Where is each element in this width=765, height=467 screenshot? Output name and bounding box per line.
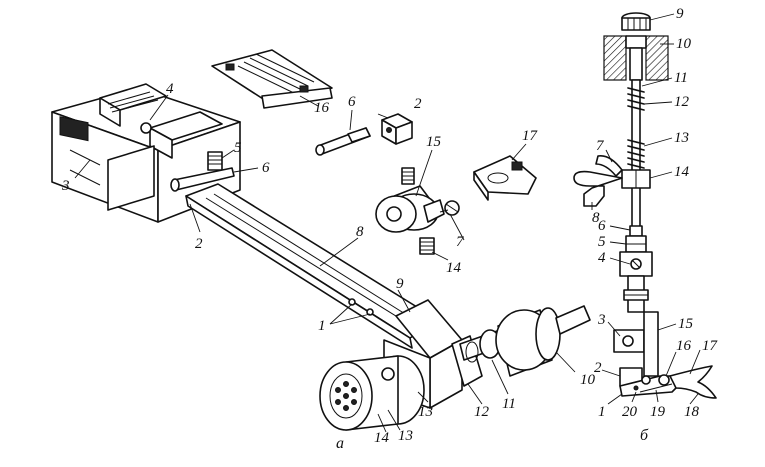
- foot-assembly: [619, 365, 717, 399]
- label-a-14b: 15: [426, 134, 442, 150]
- figure-a-assembly: 4 3 5 6 2 8 9 1 10 11 12 13 13 14 16 6 2…: [51, 49, 596, 452]
- label-b-17: 17: [702, 338, 719, 354]
- label-b-1: 1: [598, 404, 606, 420]
- column-upper: [625, 225, 647, 253]
- label-a-11: 12: [474, 404, 490, 420]
- label-b-3: 3: [597, 312, 606, 328]
- screw-17: [439, 200, 460, 216]
- label-a-6b: 6: [348, 94, 356, 110]
- label-b-12: 12: [674, 94, 690, 110]
- cam-disc: [375, 185, 445, 233]
- clamp-16: [473, 155, 537, 201]
- label-b-15: 15: [678, 316, 694, 332]
- label-a-17: 7: [456, 234, 465, 250]
- label-a-10: 11: [502, 396, 516, 412]
- leader-lines-a: [74, 94, 576, 433]
- spring-top: [401, 167, 415, 185]
- label-b-20: 20: [622, 404, 638, 420]
- column-lower: [623, 275, 649, 313]
- label-b-13: 13: [674, 130, 689, 146]
- label-b-2: 2: [594, 360, 602, 376]
- label-a-14: 14: [374, 430, 390, 446]
- clamp-3: [613, 311, 659, 377]
- pin-6-left: [170, 167, 235, 192]
- label-a-15: 16: [314, 100, 330, 116]
- label-a-13b: 14: [446, 260, 462, 276]
- side-arm: [573, 154, 651, 207]
- label-b-4: 4: [598, 250, 606, 266]
- vertical-rod: [627, 79, 645, 231]
- knob: [621, 12, 651, 31]
- label-b-11: 11: [674, 70, 688, 86]
- label-b-10: 10: [676, 36, 692, 52]
- pin-5: [207, 151, 223, 171]
- label-b-8: 8: [592, 210, 600, 226]
- housing-section: [603, 35, 669, 81]
- label-b-7: 7: [596, 138, 605, 154]
- label-a-6: 6: [262, 160, 270, 176]
- label-a-4: 4: [166, 81, 174, 97]
- collar-4: [619, 251, 653, 277]
- block-2-top: [381, 113, 413, 145]
- label-a-7: 8: [356, 224, 364, 240]
- label-a-2b: 2: [414, 96, 422, 112]
- pin-6-top: [315, 127, 371, 156]
- label-a-9: 10: [580, 372, 596, 388]
- figure-b-assembly: 9 10 11 12 13 14 7 8 6 5 4 3 15 16 17 2 …: [573, 6, 719, 444]
- caption-b: б: [640, 427, 649, 444]
- label-a-13: 13: [398, 428, 413, 444]
- label-a-3: 3: [61, 178, 70, 194]
- label-a-8: 9: [396, 276, 404, 292]
- drive-shaft: [459, 305, 591, 377]
- label-b-9: 9: [676, 6, 684, 22]
- caption-a: а: [336, 435, 344, 452]
- label-a-2: 2: [195, 236, 203, 252]
- spring-lower: [419, 237, 435, 255]
- label-a-1: 1: [318, 318, 326, 334]
- label-b-5: 5: [598, 234, 606, 250]
- label-a-5: 5: [234, 140, 242, 156]
- label-b-6: 6: [598, 218, 606, 234]
- label-a-12: 13: [418, 404, 433, 420]
- roller-drum: [319, 355, 425, 431]
- plate-15: [211, 49, 333, 109]
- label-b-14: 14: [674, 164, 690, 180]
- label-b-18: 18: [684, 404, 700, 420]
- label-b-19: 19: [650, 404, 666, 420]
- label-b-16: 16: [676, 338, 692, 354]
- label-a-16: 17: [522, 128, 539, 144]
- leader-lines-b: [591, 13, 701, 405]
